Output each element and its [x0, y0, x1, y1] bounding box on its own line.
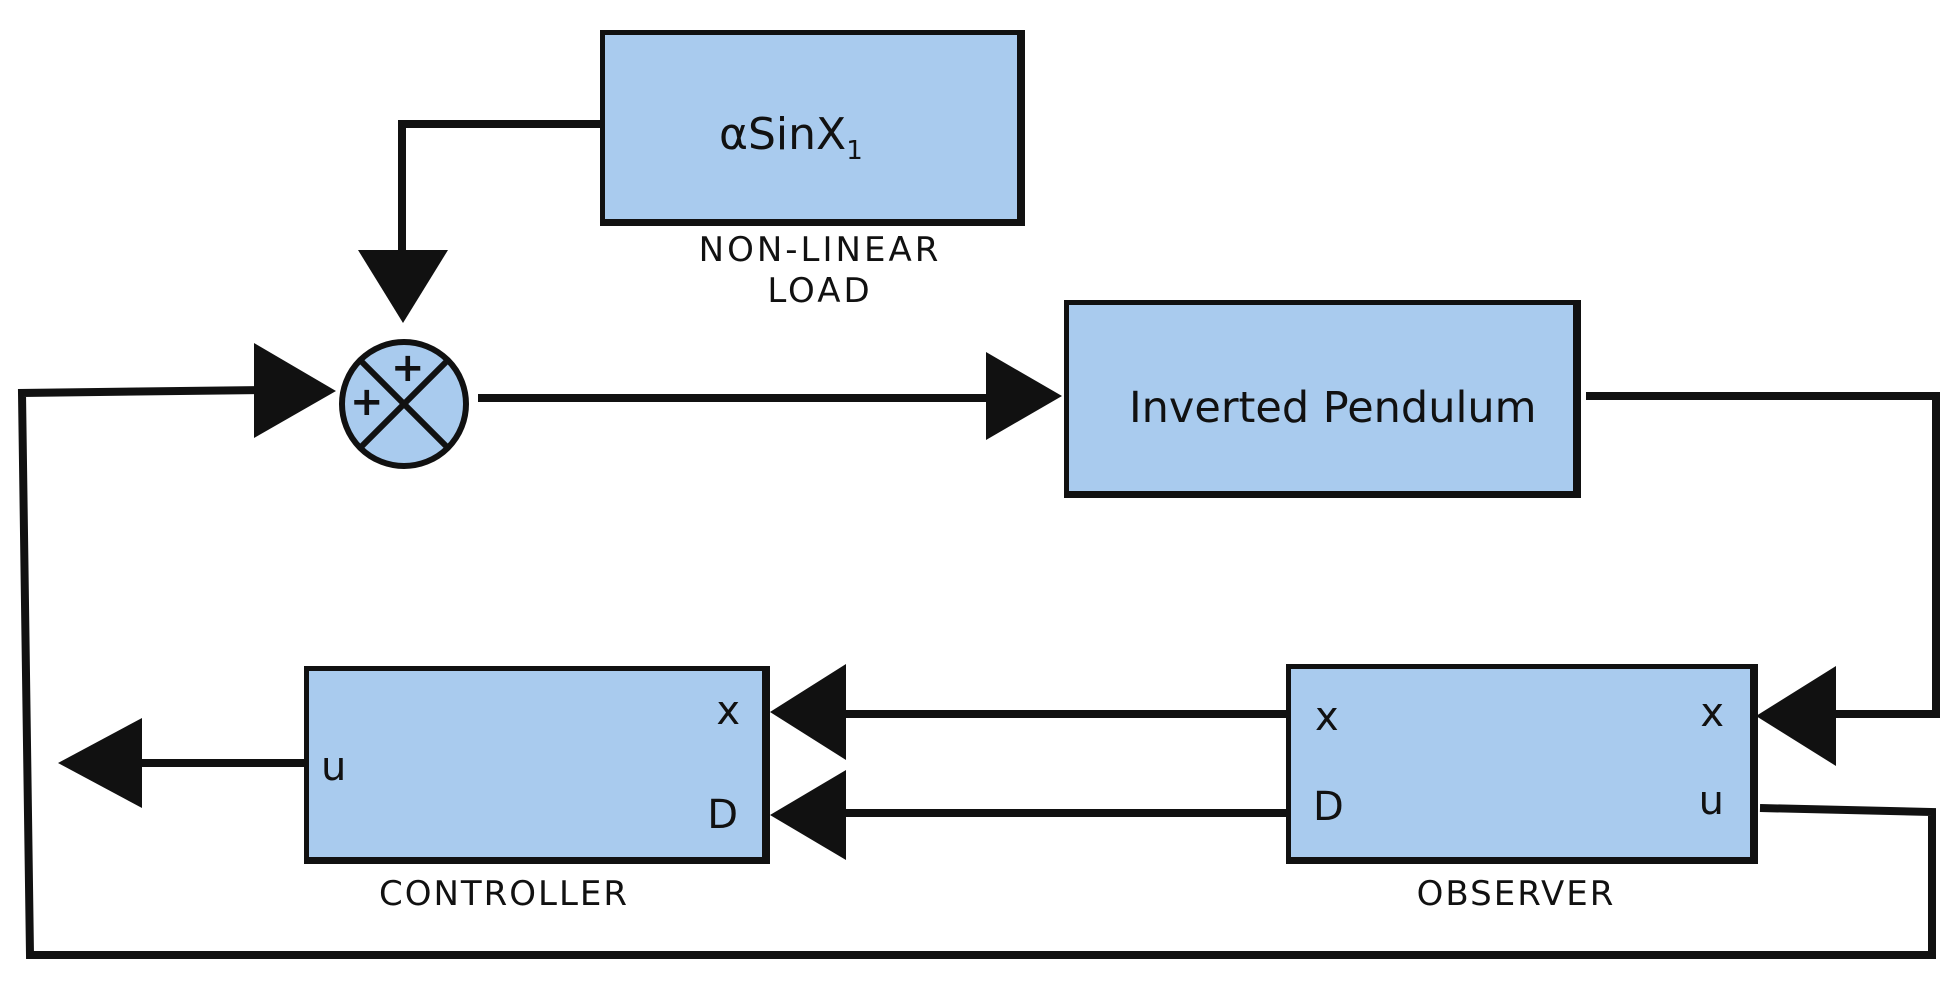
observer-port-x-out: x — [1315, 694, 1339, 740]
arrowhead-to-controller-x — [770, 664, 846, 760]
observer-caption: OBSERVER — [1416, 874, 1616, 914]
observer-port-x-in: x — [1700, 690, 1724, 736]
arrowhead-controller-output — [58, 718, 142, 808]
expression-subscript: 1 — [846, 135, 863, 166]
observer-port-u-in: u — [1698, 778, 1724, 824]
controller-port-x: x — [716, 688, 740, 734]
nonlinear-load-expression: αSinX1 — [719, 113, 863, 164]
arrowhead-to-observer — [1756, 666, 1836, 766]
arrowhead-to-controller-d — [770, 770, 846, 860]
nonlinear-load-caption: NON-LINEAR LOAD — [620, 230, 1020, 312]
wire-plant-to-observer — [1586, 392, 1940, 718]
inverted-pendulum-label: Inverted Pendulum — [1129, 383, 1537, 433]
controller-block: u x D — [304, 666, 770, 864]
wire-load-to-sum — [398, 120, 604, 255]
sum-sign-left: + — [350, 379, 384, 425]
observer-port-d-out: D — [1313, 784, 1344, 830]
observer-block: x D x u — [1286, 664, 1758, 864]
sum-sign-top: + — [391, 345, 425, 391]
inverted-pendulum-block: Inverted Pendulum — [1064, 300, 1581, 498]
arrowhead-sum-to-plant — [986, 352, 1062, 440]
controller-port-d: D — [707, 792, 738, 838]
controller-port-u: u — [321, 744, 347, 790]
arrowhead-feedback-to-sum — [254, 343, 336, 438]
arrowhead-load-to-sum — [358, 250, 448, 323]
nonlinear-load-caption-line1: NON-LINEAR — [698, 230, 942, 270]
expression-main: αSinX — [719, 109, 847, 160]
nonlinear-load-block: αSinX1 — [600, 30, 1025, 226]
controller-caption: CONTROLLER — [378, 874, 630, 914]
nonlinear-load-caption-line2: LOAD — [767, 270, 873, 311]
wire-feedback — [17, 386, 1936, 959]
summing-junction: + + — [338, 338, 470, 470]
